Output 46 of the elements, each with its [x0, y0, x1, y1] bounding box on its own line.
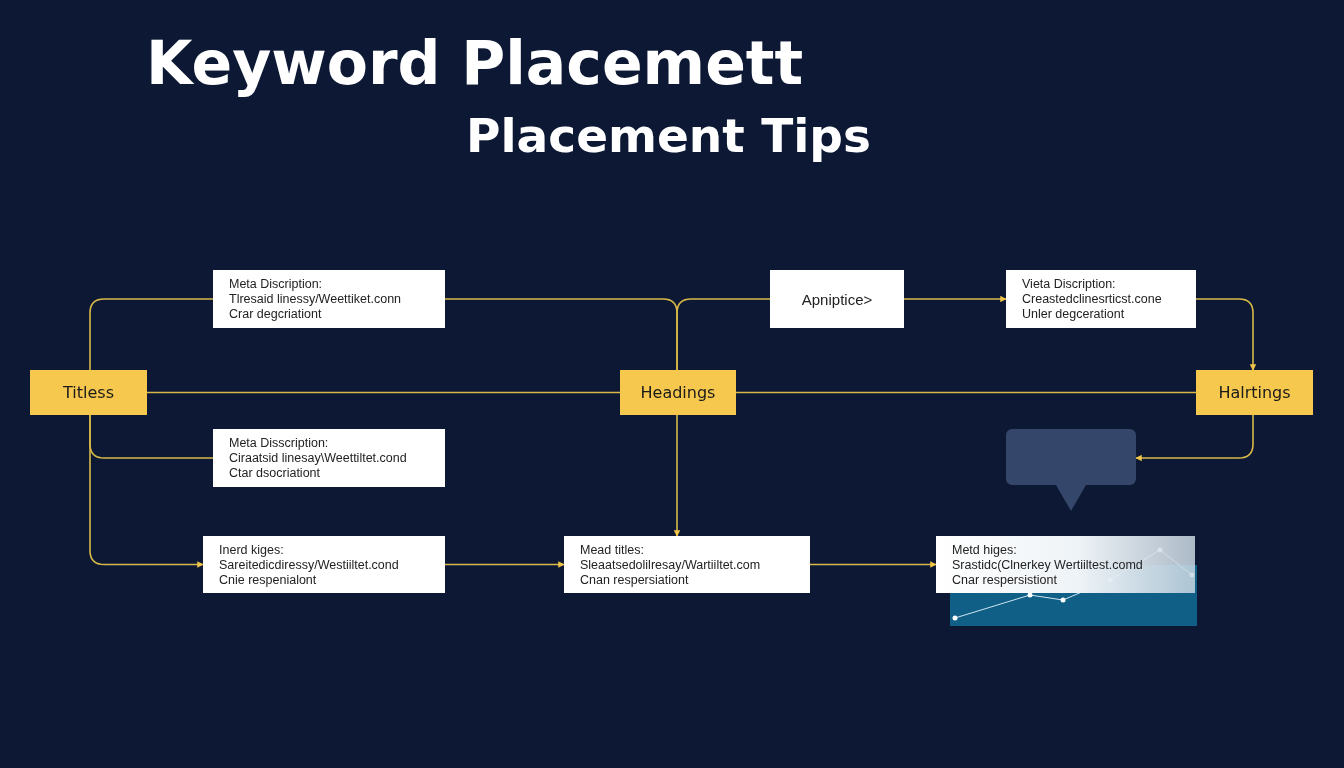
info-card [203, 536, 445, 593]
card-heading: Metd higes: [952, 543, 1018, 558]
card-heading: Meta Discription: [229, 277, 324, 292]
process-box [1196, 370, 1313, 415]
card-text: Cnar respersistiont [952, 573, 1058, 588]
connector-line [903, 295, 1007, 303]
speech-bubble [1006, 429, 1136, 511]
connector-line [89, 298, 214, 371]
connector-line [673, 414, 681, 537]
card-text: Cnan respersiationt [580, 573, 690, 588]
process-box [30, 370, 147, 415]
info-card [213, 270, 445, 328]
card-text: Creastedclinesrticst.cone [1022, 292, 1163, 307]
info-card [1006, 270, 1196, 328]
card-text: Unler degcerationt [1022, 307, 1126, 322]
card-text: Cnie respenialont [219, 573, 318, 588]
subtitle: Placement Tips [466, 108, 871, 163]
card-text: Ciraatsid linesay\Weettiltet.cond [229, 451, 408, 466]
connector-line [89, 414, 204, 568]
card-text: Sareitedicdiressy/Westiiltet.cond [219, 558, 400, 573]
connector-line [1135, 414, 1254, 462]
process-box [770, 270, 904, 328]
connector-line [146, 391, 621, 394]
info-card [564, 536, 810, 593]
connector-line [1195, 298, 1257, 371]
process-box [620, 370, 736, 415]
card-text: Tlresaid linessy/Weettiket.conn [229, 292, 403, 307]
card-text: Ctar dsocriationt [229, 466, 321, 481]
info-card [936, 536, 1195, 593]
card-heading: Inerd kiges: [219, 543, 285, 558]
connector-line [444, 561, 565, 568]
box-label: Halrtings [1218, 383, 1291, 402]
info-card [213, 429, 445, 487]
box-label: Apniptice> [801, 291, 873, 307]
card-text: Sleaatsedolilresay/Wartiiltet.com [580, 558, 762, 573]
box-label: Titless [63, 383, 114, 402]
card-text: Crar degcriationt [229, 307, 323, 322]
connector-line [735, 391, 1197, 394]
title: Keyword Placemett [146, 28, 804, 98]
card-text: Srastidc(Clnerkey Wertiiltest.comd [952, 558, 1144, 573]
card-heading: Vieta Discription: [1022, 277, 1117, 292]
connector-line [809, 561, 937, 568]
connector-line [676, 298, 771, 371]
card-heading: Meta Disscription: [229, 436, 330, 451]
card-heading: Mead titles: [580, 543, 645, 558]
box-label: Headings [640, 383, 716, 402]
